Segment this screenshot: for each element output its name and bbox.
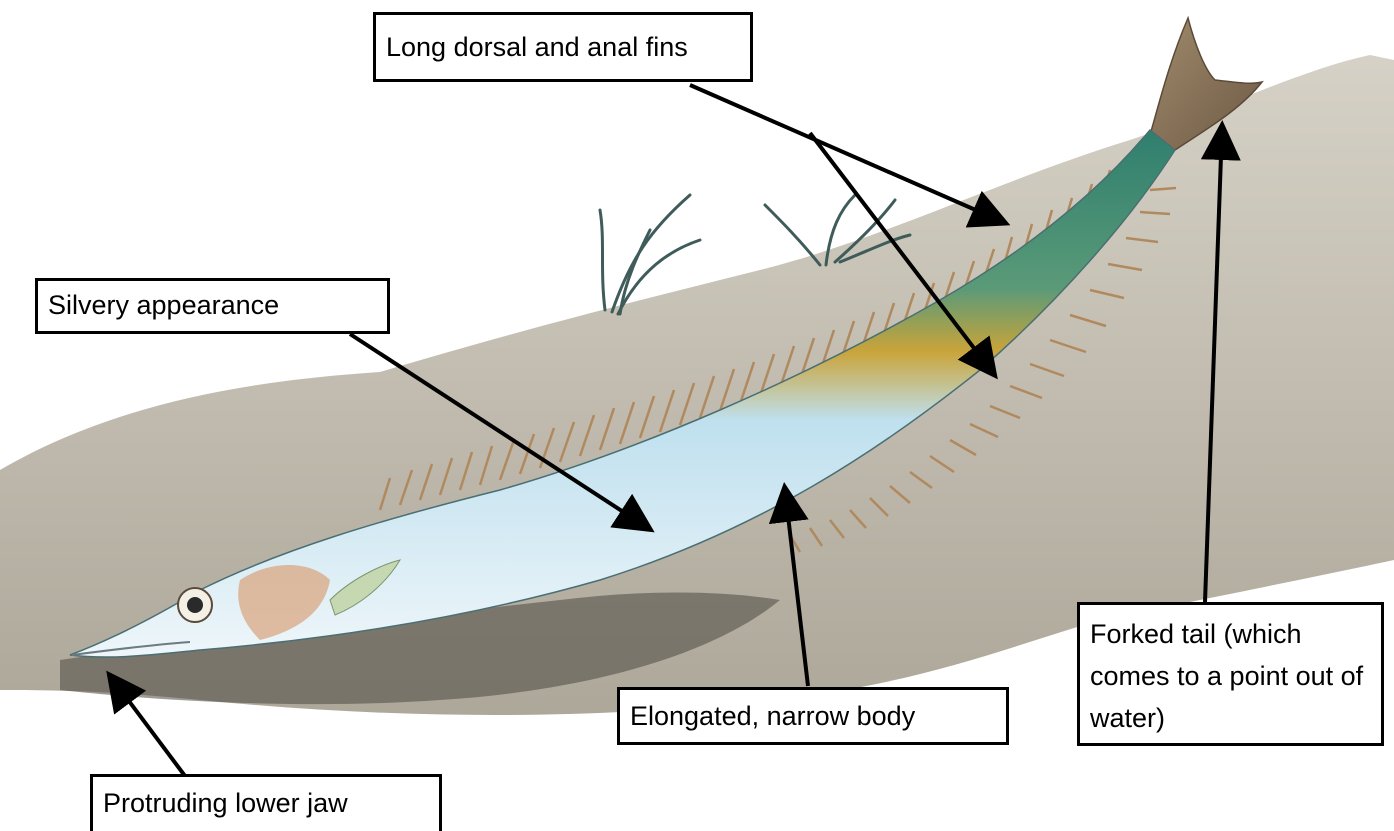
- arrow-fins-dorsal: [690, 85, 1003, 222]
- label-dorsal-anal-fins: Long dorsal and anal fins: [373, 12, 753, 82]
- label-protruding-jaw: Protruding lower jaw: [90, 774, 442, 831]
- label-elongated-body: Elongated, narrow body: [617, 687, 1009, 745]
- label-silvery-appearance: Silvery appearance: [35, 278, 390, 334]
- label-forked-tail: Forked tail (which comes to a point out …: [1077, 602, 1384, 746]
- fish-pupil: [187, 597, 203, 613]
